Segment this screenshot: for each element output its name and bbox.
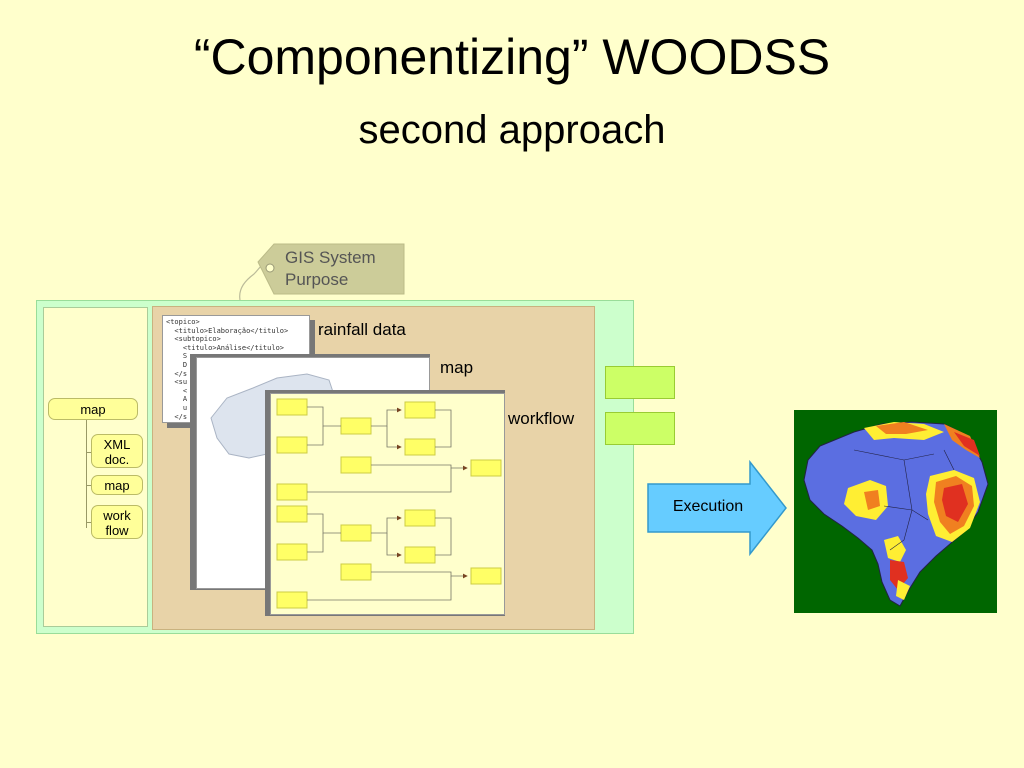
- result-map: [794, 410, 997, 613]
- tree-node-map-label: map: [104, 478, 130, 493]
- tree-branch-xml: [86, 452, 92, 453]
- purpose-tag-icon: [239, 243, 405, 301]
- tree-branch-workflow: [86, 522, 92, 523]
- tree-node-workflow[interactable]: work flow: [91, 505, 143, 539]
- map-label: map: [440, 358, 474, 377]
- brazil-rainfall-map-icon: [803, 421, 989, 607]
- slide-title: “Componentizing” WOODSS: [193, 29, 831, 85]
- tree-node-map[interactable]: map: [91, 475, 143, 495]
- xml-snippet: <topico> <titulo>Elaboração</titulo> <su…: [166, 318, 289, 421]
- tree-node-xml-doc[interactable]: XML doc.: [91, 434, 143, 468]
- tree-root-map[interactable]: map: [48, 398, 138, 420]
- rainfall-data-label: rainfall data: [318, 320, 406, 339]
- execution-label[interactable]: Execution: [672, 498, 744, 515]
- side-component-box-1: [605, 366, 675, 399]
- slide-subtitle: second approach: [358, 108, 666, 152]
- side-component-box-2: [605, 412, 675, 445]
- workflow-label: workflow: [508, 409, 575, 428]
- purpose-tag-line2: Purpose: [285, 270, 349, 289]
- tree-node-xml-line1: XML: [103, 437, 131, 452]
- tree-trunk: [86, 420, 87, 528]
- tree-branch-map: [86, 485, 92, 486]
- workflow-card[interactable]: [270, 393, 505, 615]
- tree-node-workflow-line2: flow: [105, 523, 129, 538]
- tree-node-workflow-line1: work: [103, 508, 131, 523]
- purpose-tag-label: GIS System Purpose: [285, 247, 376, 291]
- tree-node-xml-line2: doc.: [104, 452, 130, 467]
- workflow-diagram: [276, 398, 502, 609]
- execution-arrow-icon: [647, 460, 787, 556]
- purpose-tag-line1: GIS System: [285, 248, 376, 267]
